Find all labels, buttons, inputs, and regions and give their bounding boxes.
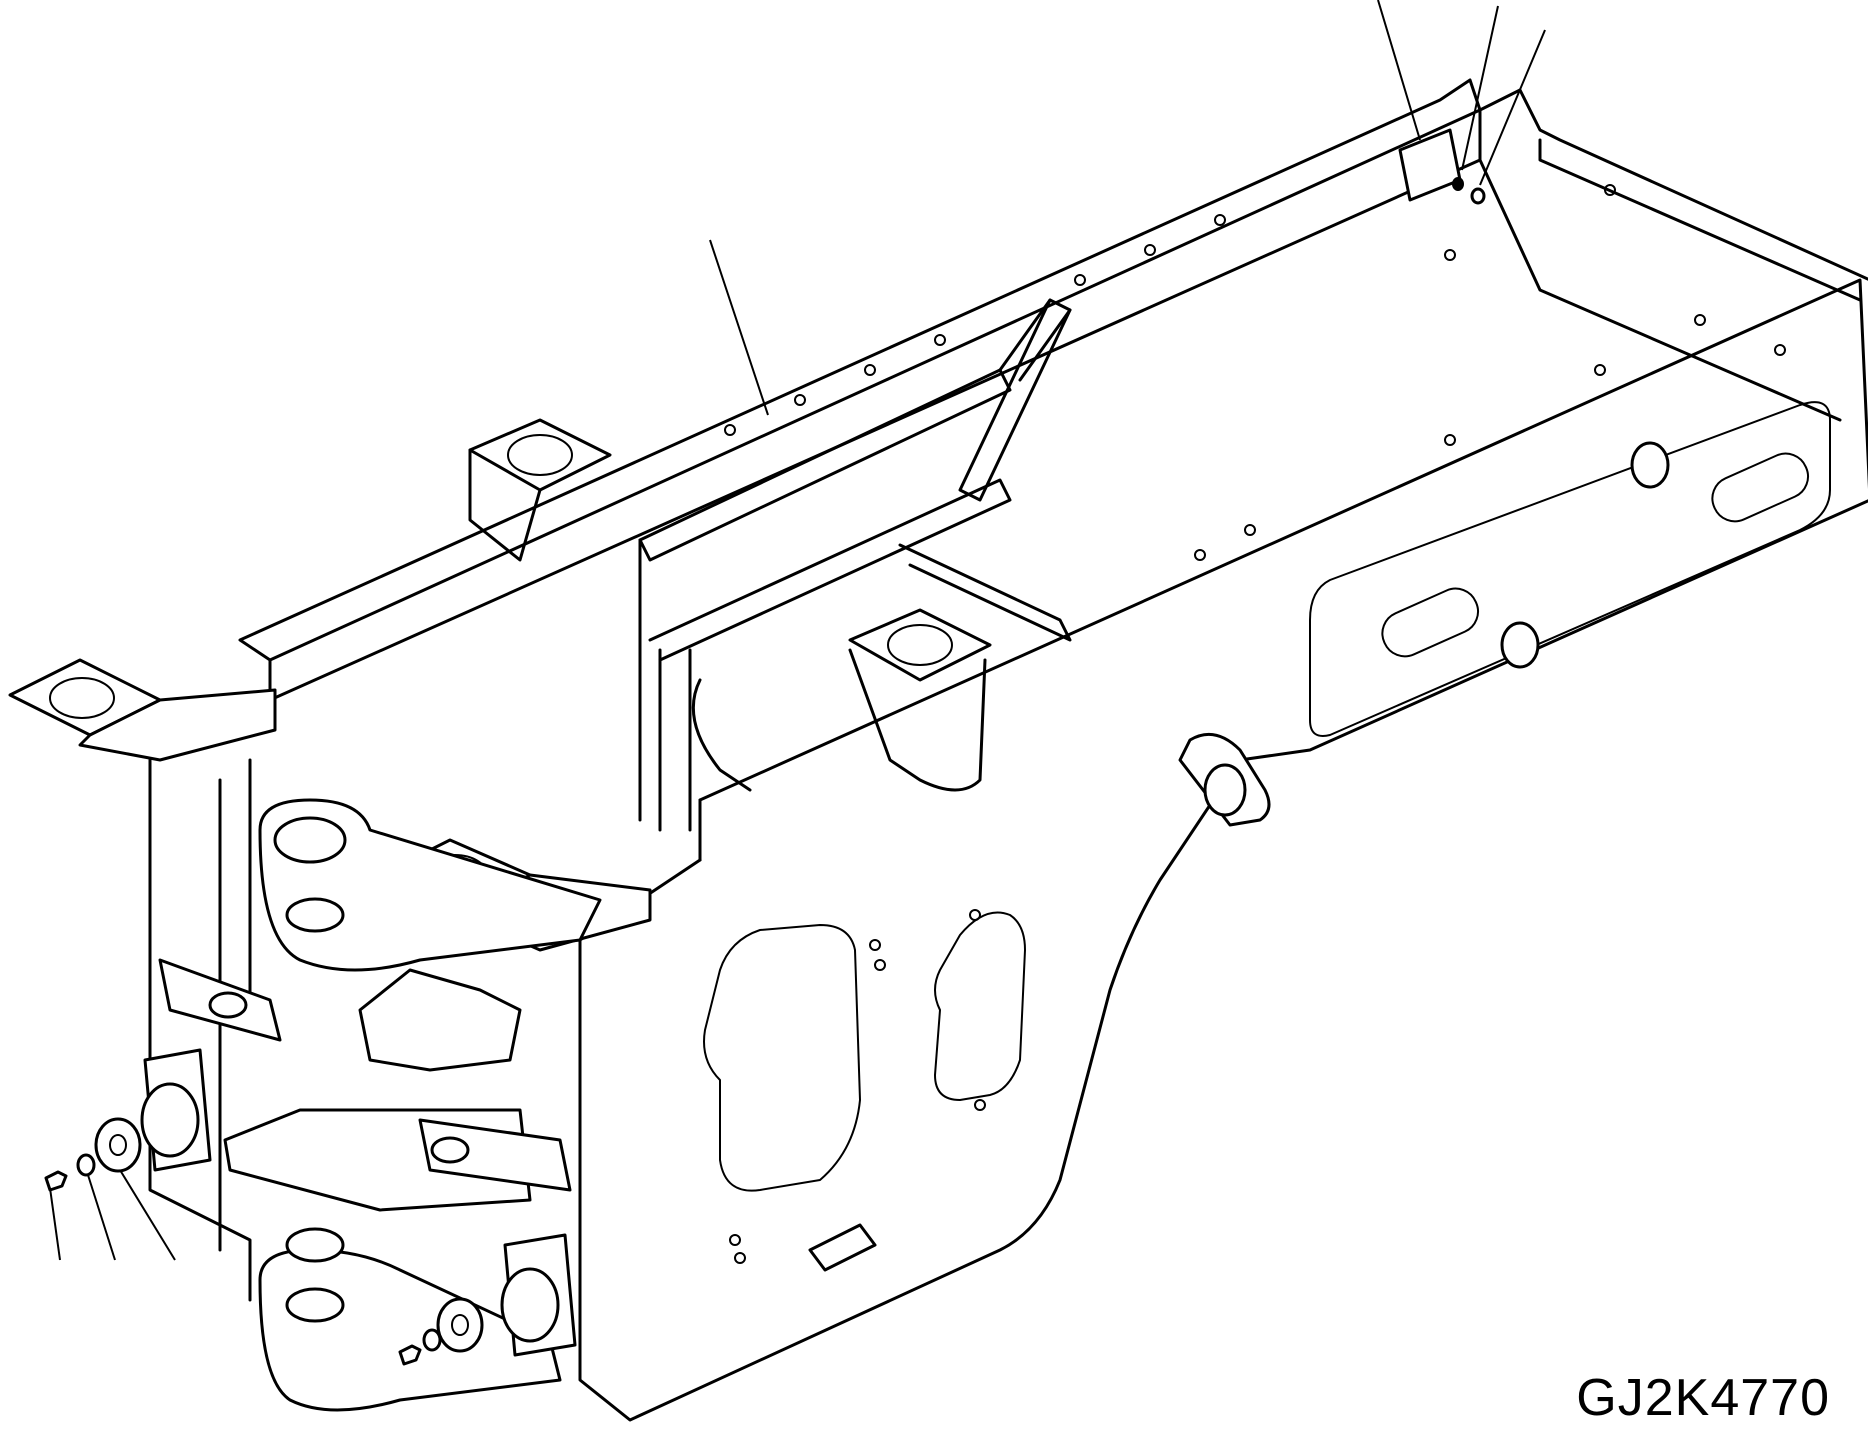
pivot-boss-right	[500, 1233, 577, 1357]
main-frame	[238, 78, 1868, 862]
inner-cross-members	[638, 298, 1072, 832]
nut-right	[422, 1328, 442, 1352]
mount-pad-1	[468, 418, 612, 562]
mount-pad-3	[8, 658, 277, 762]
washer-left	[94, 1117, 142, 1173]
washer-right	[436, 1297, 484, 1353]
bolt-holes	[724, 184, 1786, 1264]
bolt-left	[44, 1170, 68, 1192]
leader-lines	[49, 0, 1546, 1261]
drawing-code-label: GJ2K4770	[1576, 1369, 1830, 1427]
front-pivot-structure	[148, 758, 602, 1412]
bolt-right	[398, 1344, 422, 1366]
nut-left	[76, 1153, 96, 1177]
front-side-plate	[578, 732, 1271, 1422]
rear-bracket-fasteners	[1398, 128, 1486, 205]
mount-pad-2	[848, 608, 992, 792]
pivot-boss-left	[140, 1048, 212, 1172]
